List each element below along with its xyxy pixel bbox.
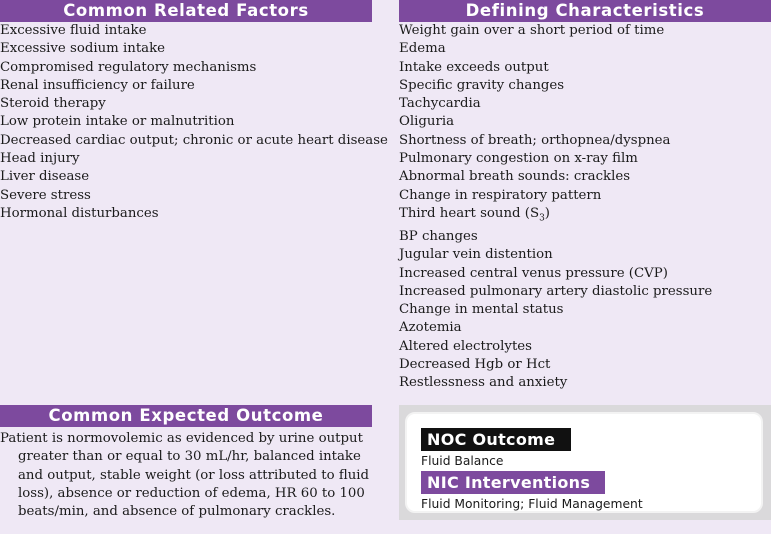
third-heart-sound-subscript: 3 (539, 213, 545, 224)
nic-interventions-text: Fluid Monitoring; Fluid Management (421, 497, 643, 511)
list-item: Azotemia (399, 320, 462, 336)
list-item: Edema (399, 41, 446, 57)
nic-interventions-label: NIC Interventions (421, 471, 605, 494)
list-item: Renal insufficiency or failure (0, 77, 195, 93)
defining-characteristics-section: Defining Characteristics Weight gain ove… (399, 0, 771, 393)
list-item: Increased pulmonary artery diastolic pre… (399, 283, 713, 299)
expected-outcome-text: Patient is normovolemic as evidenced by … (0, 431, 370, 520)
list-item-third-heart-sound: Third heart sound (S3) (399, 205, 771, 228)
related-factors-section: Common Related Factors Excessive fluid i… (0, 0, 388, 223)
list-item: Steroid therapy (0, 96, 106, 112)
list-item: Intake exceeds output (399, 59, 549, 75)
list-item: Jugular vein distention (399, 247, 553, 263)
list-item: Shortness of breath; orthopnea/dyspnea (399, 132, 671, 148)
noc-nic-card: NOC Outcome Fluid Balance NIC Interventi… (405, 412, 763, 513)
list-item: Excessive fluid intake (0, 23, 147, 38)
list-item: Compromised regulatory mechanisms (0, 59, 257, 75)
list-item: Oliguria (399, 114, 455, 130)
list-item: Tachycardia (399, 96, 481, 112)
noc-outcome-label: NOC Outcome (421, 428, 571, 451)
list-item: Altered electrolytes (399, 338, 532, 354)
list-item: Decreased Hgb or Hct (399, 357, 551, 372)
related-factors-header: Common Related Factors (0, 0, 372, 22)
list-item: Liver disease (0, 169, 90, 185)
expected-outcome-section: Common Expected Outcome Patient is normo… (0, 405, 372, 521)
list-item: Severe stress (0, 187, 91, 203)
list-item: Low protein intake or malnutrition (0, 114, 235, 130)
list-item: Change in mental status (399, 302, 564, 318)
noc-outcome-text: Fluid Balance (421, 454, 504, 468)
list-item: Weight gain over a short period of time (399, 23, 665, 38)
list-item: Abnormal breath sounds: crackles (399, 169, 631, 185)
list-item: Increased central venus pressure (CVP) (399, 265, 668, 281)
list-item: Head injury (0, 151, 80, 167)
related-factors-list: Excessive fluid intake Excessive sodium … (0, 22, 388, 223)
defining-characteristics-header: Defining Characteristics (399, 0, 771, 22)
list-item: Excessive sodium intake (0, 41, 166, 57)
list-item: Change in respiratory pattern (399, 187, 602, 203)
noc-nic-box: NOC Outcome Fluid Balance NIC Interventi… (399, 405, 771, 520)
expected-outcome-header: Common Expected Outcome (0, 405, 372, 427)
list-item: Restlessness and anxiety (399, 375, 568, 391)
defining-characteristics-list: Weight gain over a short period of time … (399, 22, 771, 393)
third-heart-sound-close: ) (544, 205, 550, 221)
list-item: Hormonal disturbances (0, 205, 159, 221)
list-item: Pulmonary congestion on x-ray film (399, 151, 638, 167)
third-heart-sound-text: Third heart sound (S (399, 205, 540, 221)
list-item: Specific gravity changes (399, 77, 565, 93)
list-item: Decreased cardiac output; chronic or acu… (0, 132, 388, 148)
list-item: BP changes (399, 228, 478, 244)
